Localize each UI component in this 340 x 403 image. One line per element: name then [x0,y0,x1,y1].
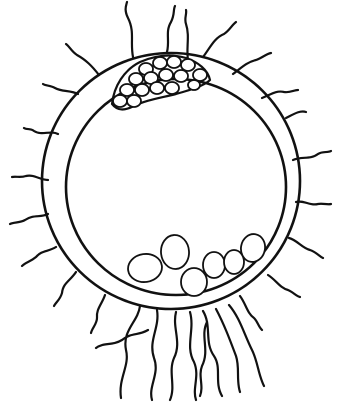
top-cell-cluster [112,56,210,110]
filament [190,312,196,400]
hair-strand [126,2,133,57]
ovoid [181,268,207,296]
bottom-filaments [96,305,264,400]
filament [170,312,177,400]
cell [120,84,134,96]
hair-strand [289,238,323,258]
hair-strand [91,295,105,333]
ovoid [203,252,225,278]
cell [181,59,195,71]
hair-strands [10,2,331,333]
cell [167,56,181,68]
filament [96,330,148,348]
hair-strand [185,10,188,60]
hair-strand [22,247,56,266]
ovoid [160,234,190,270]
cell [135,84,149,96]
cell [150,82,164,94]
cell [127,95,141,107]
hair-strand [268,275,300,297]
hair-strand [203,22,236,57]
filament [121,306,140,398]
cell [153,57,167,69]
filament [200,322,207,396]
cell [113,95,127,107]
hair-strand [240,296,262,330]
filament [229,305,264,386]
hair-strand [286,111,306,118]
cell [188,80,200,90]
hair-strand [10,214,48,224]
ovoid [126,252,164,284]
hair-strand [66,44,99,75]
hair-strand [43,84,78,94]
hair-strand [167,6,175,52]
filament [151,310,157,400]
hair-strand [54,272,76,306]
filament [216,309,240,392]
cell [174,70,188,82]
hair-strand [296,202,331,205]
cell [159,69,173,81]
cell [165,82,179,94]
